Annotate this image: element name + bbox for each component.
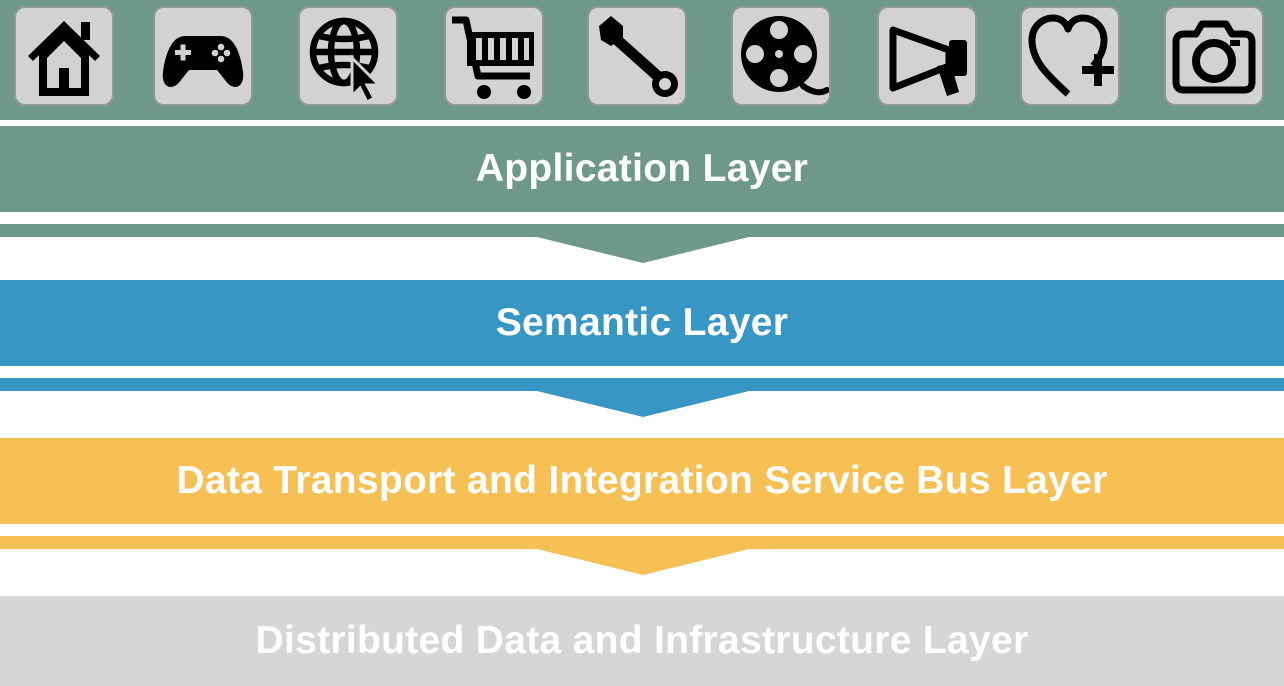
camera-tile[interactable] [1164, 6, 1264, 106]
icon-strip [0, 0, 1284, 120]
flow-arrow-down-3 [537, 549, 749, 575]
megaphone-tile[interactable] [877, 6, 977, 106]
infrastructure-layer-label: Distributed Data and Infrastructure Laye… [255, 619, 1029, 662]
home-tile[interactable] [14, 6, 114, 106]
infrastructure-layer-band: Distributed Data and Infrastructure Laye… [0, 596, 1284, 686]
gamepad-icon [162, 36, 244, 87]
globe-tile[interactable] [298, 6, 398, 106]
application-layer-label: Application Layer [475, 147, 809, 190]
shopping-cart-icon [452, 16, 534, 99]
flow-arrow-down-1 [537, 237, 749, 263]
globe-cursor-icon [309, 17, 383, 104]
wrench-icon [599, 16, 678, 97]
flow-arrow-down-2 [537, 391, 749, 417]
application-layer-band: Application Layer [0, 126, 1284, 212]
semantic-layer-stripe [0, 378, 1284, 391]
transport-layer-stripe [0, 536, 1284, 549]
transport-layer-band: Data Transport and Integration Service B… [0, 438, 1284, 524]
semantic-layer-band: Semantic Layer [0, 280, 1284, 366]
heart-tile[interactable] [1020, 6, 1120, 106]
film-tile[interactable] [731, 6, 831, 106]
megaphone-icon [889, 26, 967, 96]
home-icon [28, 21, 100, 96]
semantic-layer-label: Semantic Layer [495, 301, 789, 344]
camera-icon [1172, 20, 1256, 94]
cart-tile[interactable] [444, 6, 544, 106]
heart-plus-icon [1028, 14, 1114, 97]
transport-layer-label: Data Transport and Integration Service B… [176, 459, 1108, 502]
gamepad-tile[interactable] [153, 6, 253, 106]
film-reel-icon [741, 16, 829, 96]
application-layer-stripe [0, 224, 1284, 237]
wrench-tile[interactable] [587, 6, 687, 106]
